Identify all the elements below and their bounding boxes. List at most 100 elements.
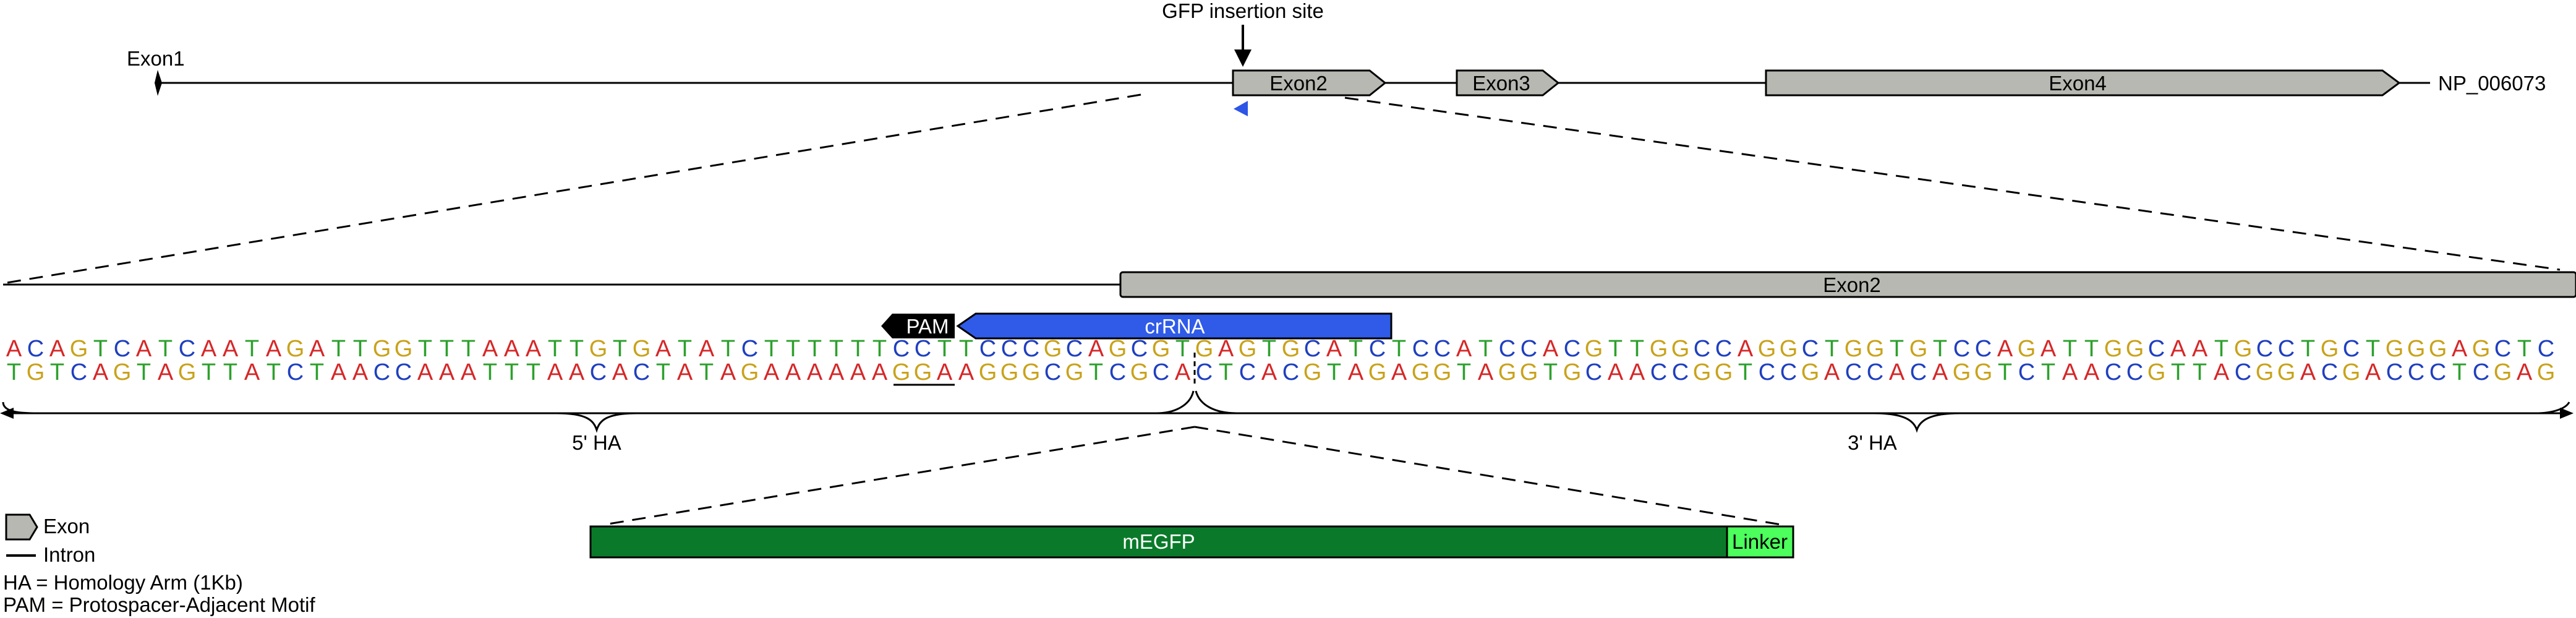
top-strand-base: T (851, 336, 865, 362)
bottom-strand-base: A (1889, 359, 1905, 385)
insert-cassette: mEGFP Linker (589, 525, 1794, 559)
accession-label: NP_006073 (2438, 72, 2546, 95)
bottom-strand-base: A (1261, 359, 1277, 385)
pam-box: PAM (881, 314, 955, 338)
top-strand-base: C (893, 336, 910, 362)
top-strand-base: T (1262, 336, 1276, 362)
top-strand-base: T (569, 336, 584, 362)
bottom-strand-base: G (1520, 359, 1538, 385)
exon1-marker (155, 70, 162, 96)
top-strand-base: A (201, 336, 217, 362)
exon1-label: Exon1 (127, 47, 185, 70)
top-strand-base: G (1282, 336, 1300, 362)
bottom-strand-base: G (1022, 359, 1041, 385)
bottom-strand-base: A (720, 359, 736, 385)
bottom-strand-base: C (2105, 359, 2122, 385)
top-strand-base: T (353, 336, 367, 362)
bottom-strand-base: C (70, 359, 87, 385)
bottom-strand-base: A (829, 359, 845, 385)
ha3-brace (1195, 390, 2570, 433)
top-strand-base: C (179, 336, 195, 362)
top-strand-base: C (1953, 336, 1970, 362)
bottom-strand-base: C (2235, 359, 2251, 385)
legend: Exon Intron HA = Homology Arm (1Kb) PAM … (3, 513, 316, 616)
top-strand-base: T (1630, 336, 1644, 362)
bottom-strand-base: C (2429, 359, 2446, 385)
bottom-strand-base: G (1130, 359, 1149, 385)
top-strand-base: G (633, 336, 651, 362)
ha5-brace (2, 390, 1195, 433)
top-strand-base: T (158, 336, 173, 362)
bottom-strand-base: A (2062, 359, 2078, 385)
bottom-strand-base: A (352, 359, 369, 385)
zoom-exon2-box (1119, 271, 2576, 298)
bottom-strand-base: A (158, 359, 174, 385)
bottom-strand-base: G (178, 359, 197, 385)
top-strand-base: T (613, 336, 627, 362)
top-strand-base: T (937, 336, 952, 362)
bottom-strand-base: C (1109, 359, 1126, 385)
bottom-strand-base: G (1412, 359, 1430, 385)
top-strand-base: A (2192, 336, 2208, 362)
bottom-strand-base: T (137, 359, 151, 385)
linker-label: Linker (1732, 530, 1788, 553)
bottom-strand-base: G (2147, 359, 2166, 385)
bottom-strand-base: G (2494, 359, 2512, 385)
top-strand-base: A (1543, 336, 1559, 362)
bottom-strand-base: T (1327, 359, 1341, 385)
top-strand-base: G (2104, 336, 2123, 362)
bottom-strand-base: T (1457, 359, 1471, 385)
bottom-strand-base: C (1672, 359, 1689, 385)
top-strand-base: C (1434, 336, 1451, 362)
bottom-strand-base: C (2408, 359, 2425, 385)
bottom-strand-base: T (50, 359, 64, 385)
top-strand-base: A (1088, 336, 1104, 362)
top-strand-base: G (373, 336, 391, 362)
bottom-strand-base: C (1044, 359, 1061, 385)
top-strand-base: T (245, 336, 259, 362)
top-strand-base: C (1131, 336, 1148, 362)
bottom-strand-base: G (1303, 359, 1322, 385)
top-strand-base: T (440, 336, 454, 362)
top-strand-base: C (27, 336, 44, 362)
top-strand-base: A (699, 336, 715, 362)
bottom-strand-base: C (395, 359, 412, 385)
bottom-strand-base: T (526, 359, 540, 385)
megfp-label: mEGFP (1122, 530, 1195, 553)
top-strand-base: G (1671, 336, 1690, 362)
bottom-strand-base: A (1348, 359, 1364, 385)
bottom-strand-base: G (1498, 359, 1517, 385)
bottom-strand-base: T (2452, 359, 2467, 385)
bottom-strand-base: G (1433, 359, 1452, 385)
bottom-strand-base: G (1563, 359, 1582, 385)
top-strand-base: T (2214, 336, 2228, 362)
legend-intron-label: Intron (43, 543, 95, 566)
exon3-label: Exon3 (1472, 72, 1530, 95)
bottom-strand-base: A (93, 359, 109, 385)
legend-ha-definition: HA = Homology Arm (1Kb) (3, 571, 243, 594)
top-strand-base: T (872, 336, 887, 362)
top-strand-base: G (1758, 336, 1776, 362)
bottom-strand-base: T (2171, 359, 2185, 385)
top-strand-base: A (1738, 336, 1754, 362)
bottom-strand-base: G (914, 359, 932, 385)
top-strand-base: T (2301, 336, 2315, 362)
bottom-strand-base: A (244, 359, 260, 385)
legend-exon-label: Exon (43, 515, 90, 538)
top-strand-base: A (2041, 336, 2057, 362)
zoom-exon2-label: Exon2 (1823, 273, 1881, 296)
bottom-strand-base: C (1282, 359, 1299, 385)
bottom-strand-base: T (2193, 359, 2207, 385)
top-strand-base: C (915, 336, 931, 362)
bottom-strand-base: C (373, 359, 390, 385)
bottom-strand-base: A (850, 359, 866, 385)
top-strand-base: T (93, 336, 108, 362)
top-strand-base: G (395, 336, 413, 362)
top-strand-base: A (526, 336, 542, 362)
exon4-box: Exon4 (1765, 69, 2401, 97)
bottom-strand-base: G (741, 359, 759, 385)
top-strand-base: G (1585, 336, 1603, 362)
bottom-strand-base: G (2342, 359, 2361, 385)
pam-label: PAM (906, 315, 949, 338)
